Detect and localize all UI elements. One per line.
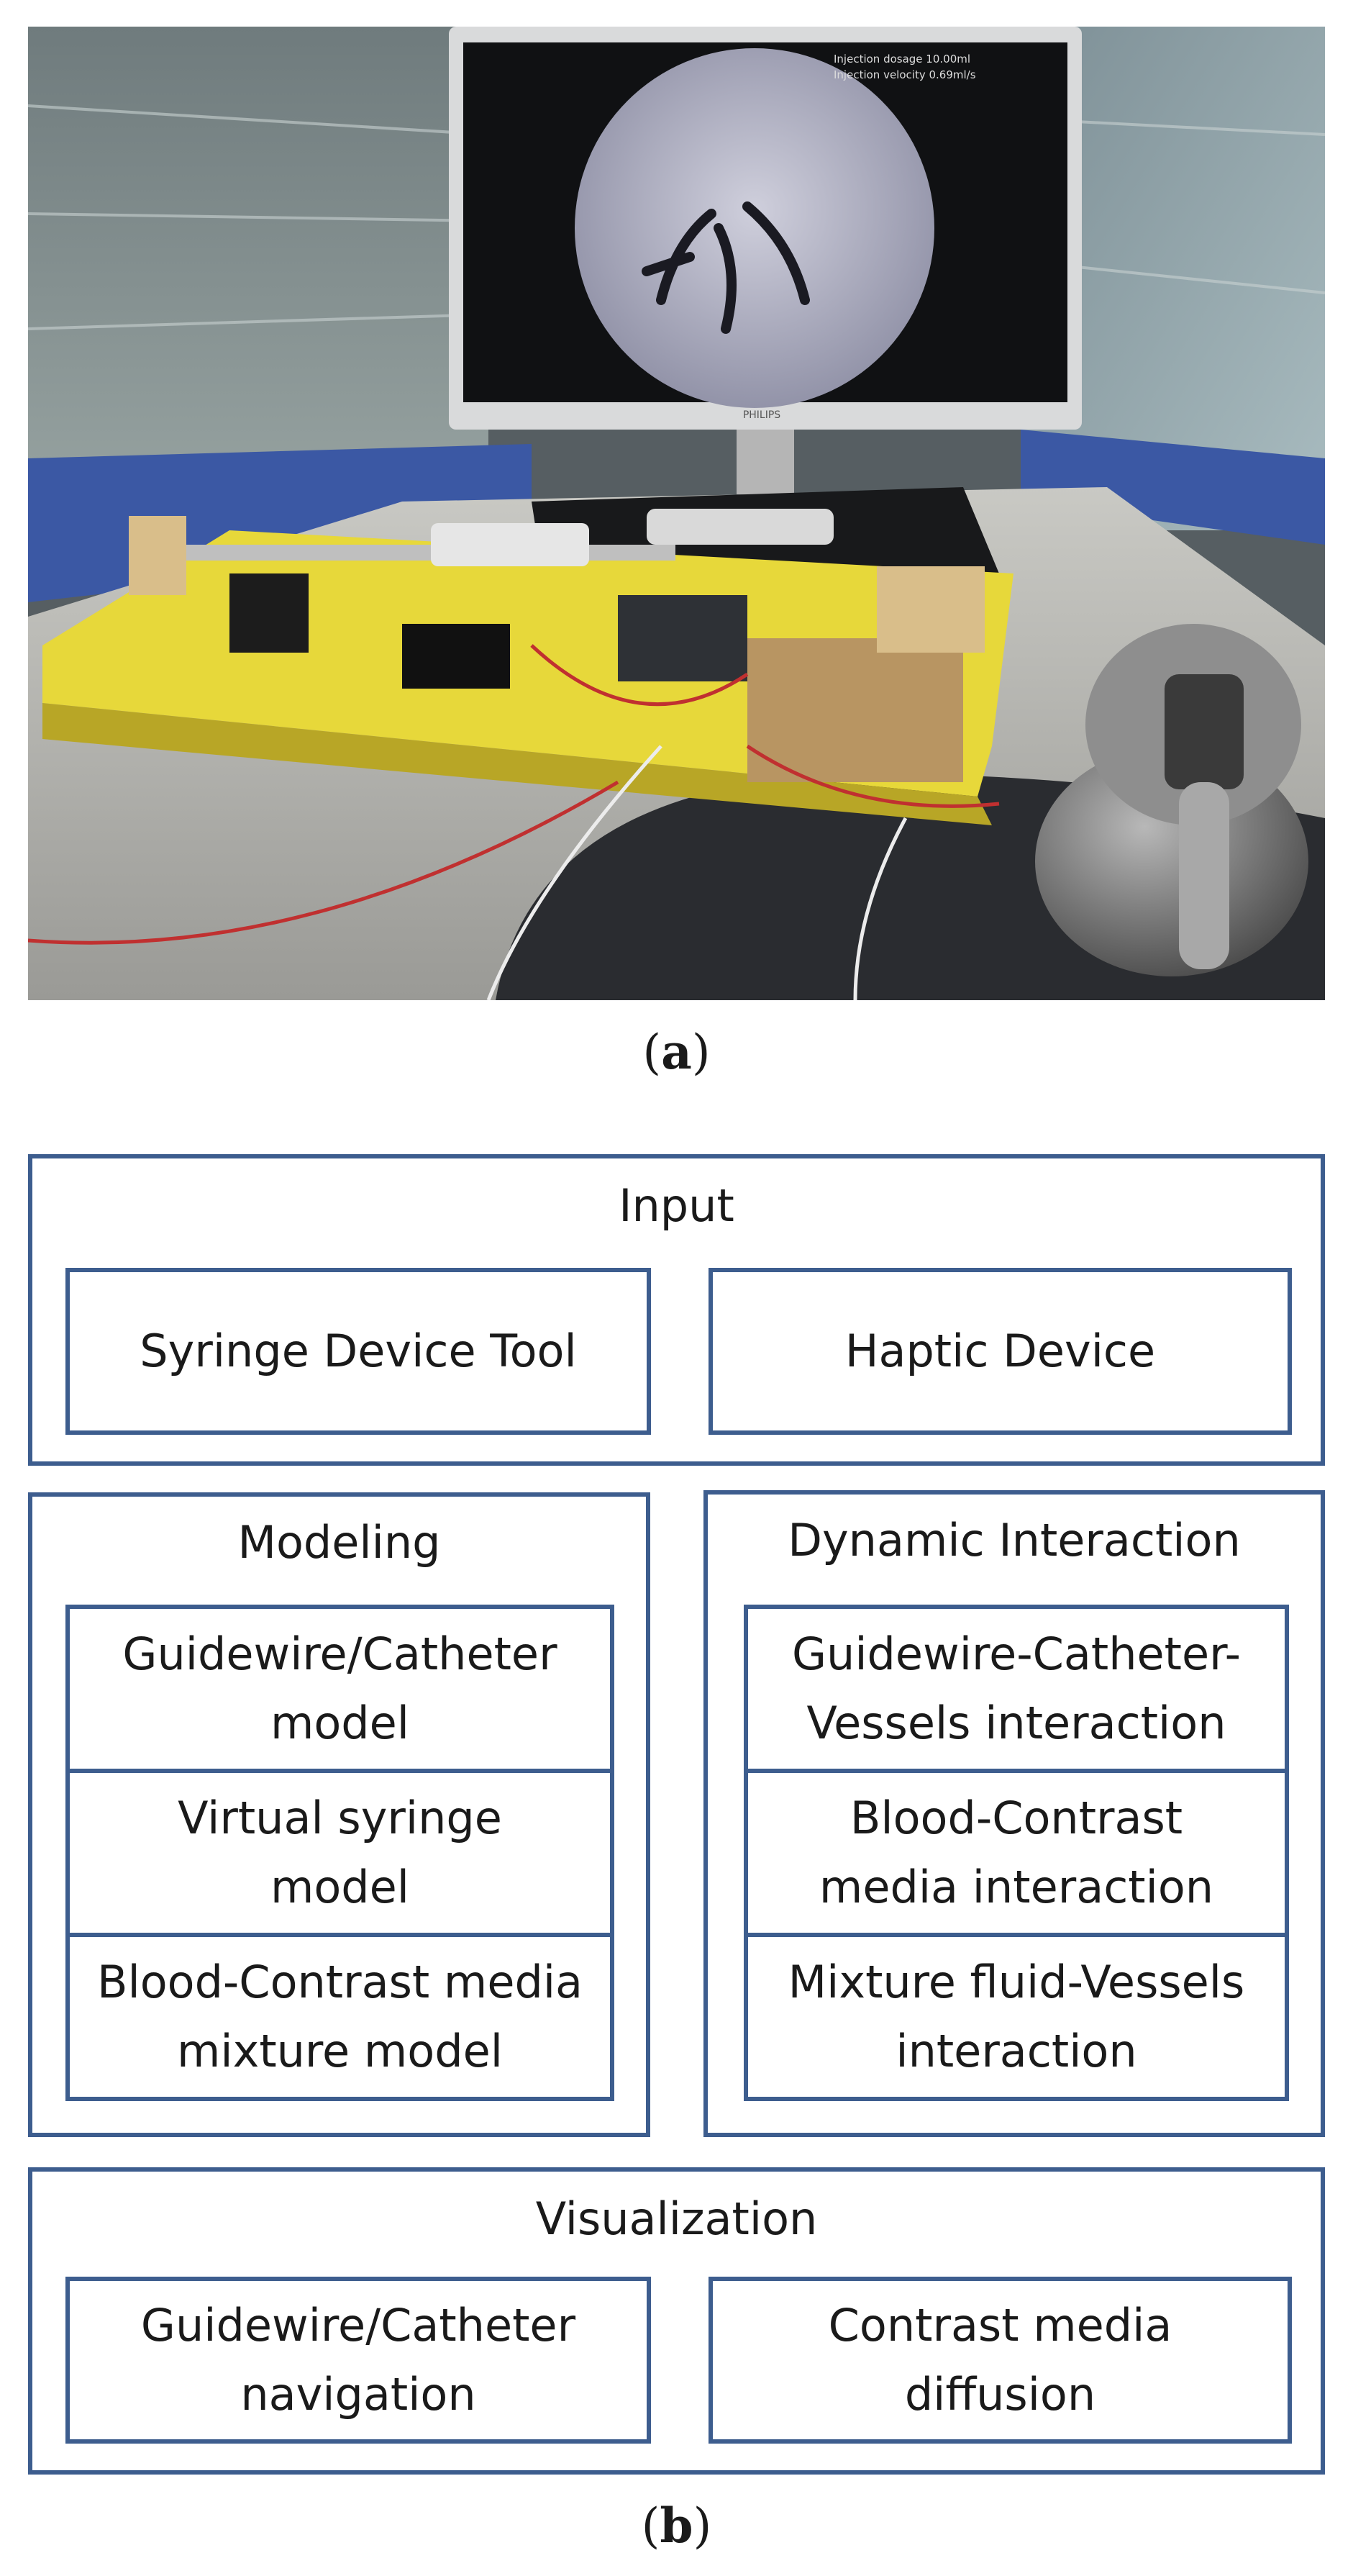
caption-a-letter: a: [661, 1024, 692, 1080]
breadboard: [747, 638, 963, 782]
guidewire-catheter-vessels-cell: Guidewire-Catheter- Vessels interaction: [748, 1609, 1285, 1773]
caption-a: (a): [642, 1024, 711, 1080]
setup-illustration: Injection dosage 10.00ml Injection veloc…: [28, 27, 1325, 1000]
stepper-motor: [229, 573, 309, 653]
visualization-group: Visualization Guidewire/Catheter navigat…: [28, 2167, 1325, 2475]
blood-contrast-interaction-cell: Blood-Contrast media interaction: [748, 1773, 1285, 1937]
guidewire-catheter-model-cell: Guidewire/Catheter model: [70, 1609, 610, 1773]
overlay-dosage-text: Injection dosage 10.00ml: [834, 53, 970, 65]
input-group: Input Syringe Device Tool Haptic Device: [28, 1154, 1325, 1466]
modeling-group: Modeling Guidewire/Catheter model Virtua…: [28, 1492, 650, 2137]
wood-block: [129, 516, 186, 595]
lcd-display: [618, 595, 747, 681]
contrast-diffusion-box: Contrast media diffusion: [709, 2277, 1292, 2444]
syringe-tube: [431, 523, 589, 566]
syringe-device-tool-box: Syringe Device Tool: [65, 1268, 651, 1435]
input-title: Input: [619, 1179, 734, 1232]
modeling-stack: Guidewire/Catheter model Virtual syringe…: [65, 1605, 614, 2101]
guidewire-navigation-box: Guidewire/Catheter navigation: [65, 2277, 651, 2444]
haptic-device-label: Haptic Device: [844, 1324, 1156, 1377]
mixture-model-cell: Blood-Contrast media mixture model: [96, 1955, 583, 2077]
guidewire-navigation-label: Guidewire/Catheter navigation: [140, 2298, 576, 2421]
motor-driver-board: [402, 624, 510, 689]
caption-b: (b): [641, 2498, 712, 2554]
dynamic-interaction-stack: Guidewire-Catheter- Vessels interaction …: [744, 1605, 1289, 2101]
monitor-brand-text: PHILIPS: [743, 409, 780, 421]
virtual-syringe-model-cell: Virtual syringe model: [70, 1773, 610, 1937]
overlay-velocity-text: Injection velocity 0.69ml/s: [834, 68, 976, 81]
heart-rendering: [575, 48, 934, 408]
experimental-setup-photo: Injection dosage 10.00ml Injection veloc…: [28, 27, 1325, 1000]
mixture-fluid-vessels-cell: Mixture fluid-Vessels interaction: [788, 1955, 1245, 2077]
syringe-device-tool-label: Syringe Device Tool: [140, 1324, 577, 1377]
caption-b-letter: b: [660, 2498, 693, 2554]
modeling-title: Modeling: [237, 1516, 441, 1569]
dynamic-interaction-group: Dynamic Interaction Guidewire-Catheter- …: [703, 1490, 1325, 2137]
haptic-device-box: Haptic Device: [709, 1268, 1292, 1435]
dynamic-interaction-title: Dynamic Interaction: [788, 1514, 1241, 1566]
contrast-diffusion-label: Contrast media diffusion: [828, 2298, 1172, 2421]
visualization-title: Visualization: [535, 2192, 818, 2245]
haptic-stylus: [1179, 782, 1229, 969]
